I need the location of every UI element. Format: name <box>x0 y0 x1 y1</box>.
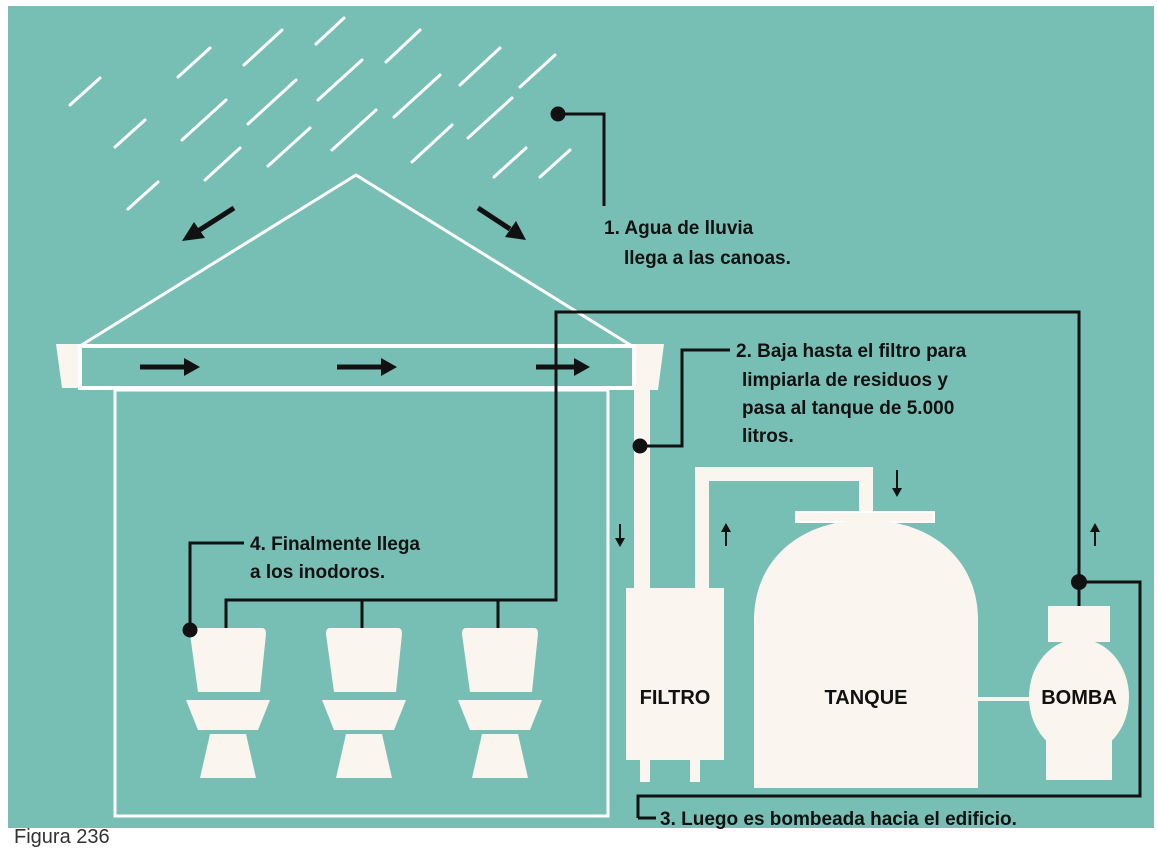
gutter-channel <box>78 344 636 390</box>
downspout-pipe <box>634 388 650 590</box>
step3-line1: 3. Luego es bombeada hacia el edificio. <box>660 809 1017 830</box>
step4-line1: 4. Finalmente llega <box>250 534 420 555</box>
roof-outline <box>79 173 633 348</box>
step1-leader <box>558 112 606 206</box>
step2-line4: litros. <box>742 426 794 447</box>
filter-label: FILTRO <box>640 687 711 709</box>
rain-direction-arrows <box>182 205 526 241</box>
gutter-end-left <box>56 344 80 388</box>
toilet-icon <box>322 628 406 778</box>
step2-leader <box>640 348 730 448</box>
figure-caption: Figura 236 <box>14 826 110 848</box>
step2-line2: limpiarla de residuos y <box>742 370 948 391</box>
filter-to-tank-pipe <box>695 467 873 590</box>
step4-line2: a los inodoros. <box>250 562 385 583</box>
step1-line2: llega a las canoas. <box>624 248 791 269</box>
step1-line1: 1. Agua de lluvia <box>604 218 754 239</box>
pump-return-line <box>636 580 1142 818</box>
step4-leader <box>188 541 244 630</box>
filter-to-tank-pipe-core <box>709 481 859 483</box>
toilet-icon <box>458 628 542 778</box>
pump-label: BOMBA <box>1041 687 1117 709</box>
gutter-end-right <box>634 344 664 390</box>
step4-dot <box>182 622 198 638</box>
tank-unit <box>754 511 978 788</box>
step2-line3: pasa al tanque de 5.000 <box>742 398 954 419</box>
tank-to-pump-connector <box>976 697 1032 701</box>
pump-unit <box>1029 606 1129 780</box>
toilet-icon <box>186 628 270 778</box>
diagram-background <box>8 6 1154 828</box>
filter-unit <box>626 588 724 782</box>
gutter <box>56 344 664 390</box>
flow-arrows <box>615 470 1100 547</box>
step2-dot <box>632 438 648 454</box>
house-walls <box>113 388 610 818</box>
supply-line <box>224 310 1081 628</box>
pump-junction-dot <box>1071 574 1087 590</box>
step1-dot <box>550 106 566 122</box>
tank-label: TANQUE <box>825 687 908 709</box>
step2-line1: 2. Baja hasta el filtro para <box>736 341 967 362</box>
rain-streaks <box>68 16 572 211</box>
